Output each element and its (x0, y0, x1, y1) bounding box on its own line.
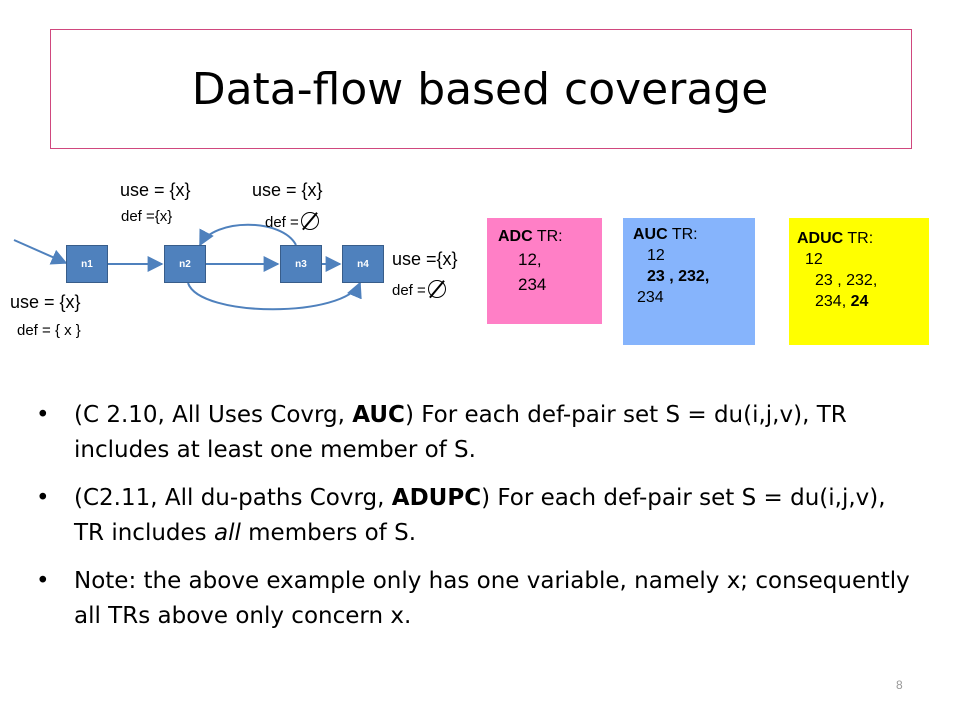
slide-title: Data-flow based coverage (191, 64, 769, 115)
node-n2: n2 (164, 245, 206, 283)
bullet-icon: • (36, 402, 50, 428)
title-box (50, 29, 912, 149)
bullet-adupc: • (C2.11, All du-paths Covrg, ADUPC) For… (30, 481, 910, 551)
aduc-tr-line: 12 (805, 251, 823, 268)
bullet-icon: • (36, 568, 50, 594)
empty-set-icon (427, 280, 446, 298)
bullet-note: • Note: the above example only has one v… (30, 564, 910, 634)
n3-use-label: use = {x} (252, 180, 323, 200)
auc-tr-line: 23 , 232, (647, 268, 710, 285)
node-n4: n4 (342, 245, 384, 283)
n3-def-label: def = (265, 214, 299, 231)
aduc-tr-box: ADUC TR: 12 23 , 232, 234, 24 (789, 218, 929, 345)
bullet-auc: • (C 2.10, All Uses Covrg, AUC) For each… (30, 398, 910, 468)
n2-use-label: use = {x} (120, 180, 191, 200)
aduc-tr-line: 234, 24 (815, 293, 869, 310)
n4-def-label: def = (392, 282, 426, 299)
auc-tr-box: AUC TR: 12 23 , 232, 234 (623, 218, 755, 345)
adc-tr-line: 234 (518, 275, 547, 294)
page-number: 8 (896, 678, 903, 692)
bullet-list: • (C 2.10, All Uses Covrg, AUC) For each… (30, 398, 910, 647)
n2-def-label: def ={x} (121, 208, 173, 225)
bullet-icon: • (36, 485, 50, 511)
n1-def-label: def = { x } (17, 322, 81, 339)
auc-tr-heading: AUC TR: (633, 226, 698, 243)
aduc-tr-line: 23 , 232, (815, 272, 878, 289)
n1-use-label: use = {x} (10, 292, 81, 312)
n4-use-label: use ={x} (392, 249, 458, 269)
adc-tr-box: ADC TR: 12, 234 (487, 218, 602, 324)
auc-tr-line: 234 (637, 289, 664, 306)
node-n3: n3 (280, 245, 322, 283)
skip-edge-n2-n4 (187, 281, 362, 311)
entry-edge (13, 239, 68, 265)
adc-tr-heading: ADC TR: (498, 228, 563, 245)
n4-def-row: def = (392, 280, 446, 299)
adc-tr-line: 12, (518, 250, 542, 269)
aduc-tr-heading: ADUC TR: (797, 230, 874, 247)
empty-set-icon (300, 212, 319, 230)
node-n1: n1 (66, 245, 108, 283)
auc-tr-line: 12 (647, 247, 665, 264)
n3-def-row: def = (265, 212, 319, 231)
